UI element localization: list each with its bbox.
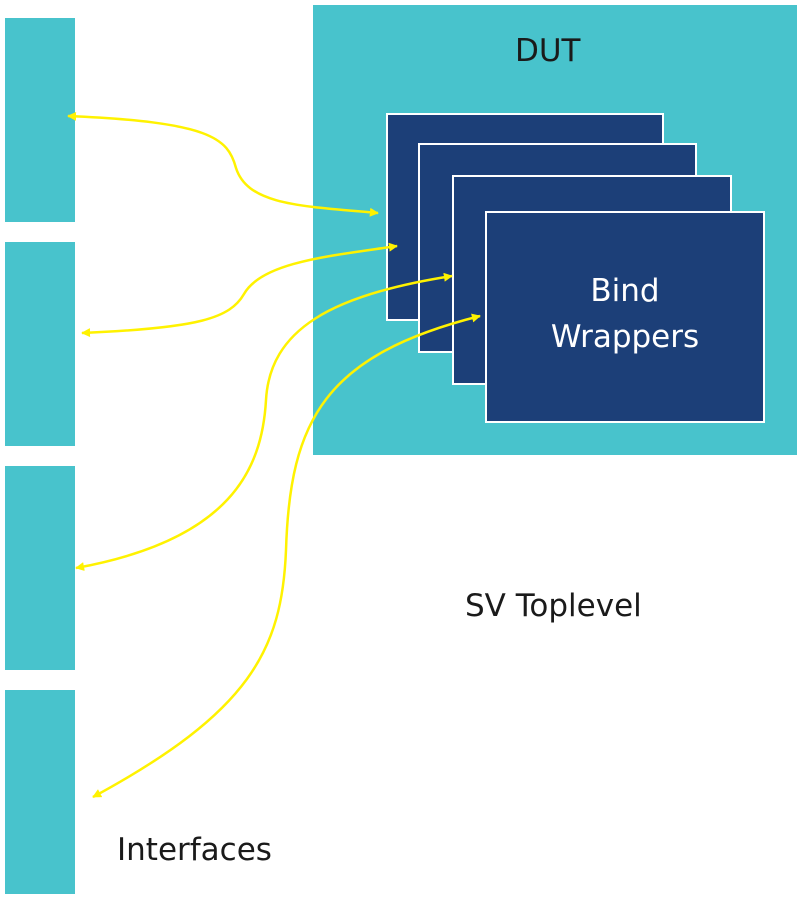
interface-block-1 xyxy=(5,18,75,222)
interface-block-4 xyxy=(5,690,75,894)
arrow-interface-2-wrapper-2 xyxy=(81,242,398,338)
arrow-interface-3-wrapper-3 xyxy=(75,272,453,571)
interfaces-label: Interfaces xyxy=(117,832,272,868)
arrow-interface-1-wrapper-1 xyxy=(67,111,379,217)
bind-wrapper-4: Bind Wrappers xyxy=(485,211,765,423)
dut-label: DUT xyxy=(515,33,581,69)
bind-wrappers-label: Bind Wrappers xyxy=(487,268,763,360)
interface-block-3 xyxy=(5,466,75,670)
interface-block-2 xyxy=(5,242,75,446)
sv-toplevel-label: SV Toplevel xyxy=(465,588,642,624)
bind-wrappers-label-line2: Wrappers xyxy=(550,319,700,355)
bind-wrappers-label-line1: Bind xyxy=(590,273,660,309)
arrow-interface-4-wrapper-4 xyxy=(92,313,481,799)
